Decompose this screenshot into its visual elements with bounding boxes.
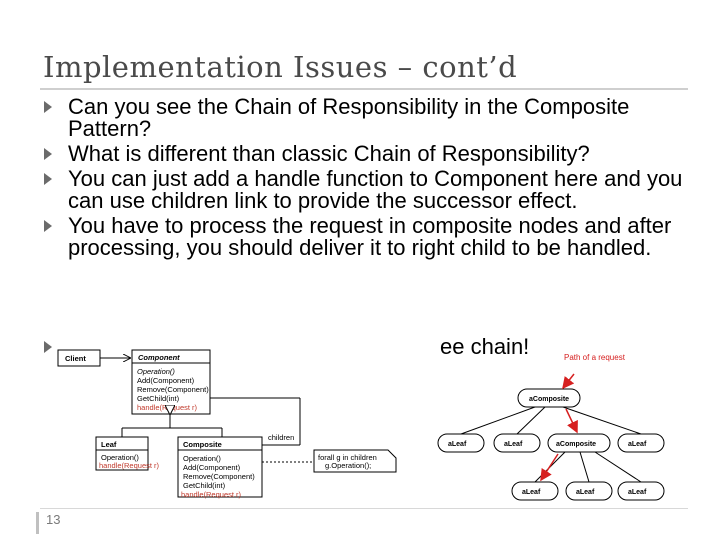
- tree-node-label: aComposite: [556, 441, 596, 448]
- component-class-box: [131, 349, 211, 415]
- leaf-class-box: [95, 436, 149, 471]
- composite-op: Operation(): [183, 454, 221, 463]
- tree-node-label: aComposite: [529, 396, 569, 403]
- leaf-op: Operation(): [101, 453, 139, 462]
- tree-node-label: aLeaf: [628, 441, 647, 448]
- bullet-item: Can you see the Chain of Responsibility …: [43, 96, 703, 140]
- note-line: g.Operation();: [325, 461, 371, 470]
- bullet-item-partial: ee chain!: [43, 336, 529, 358]
- footer-accent: [36, 512, 39, 534]
- footer-divider: [40, 508, 688, 509]
- tree-node-label: aLeaf: [628, 489, 647, 496]
- component-op: Remove(Component): [137, 385, 209, 394]
- bullet-arrow-icon: [44, 341, 52, 353]
- slide-title: Implementation Issues – cont’d: [43, 50, 518, 84]
- bullet-arrow-icon: [44, 101, 52, 113]
- page-number: 13: [46, 512, 61, 527]
- title-divider: [40, 88, 688, 90]
- client-label: Client: [65, 354, 86, 363]
- children-label: children: [268, 433, 294, 442]
- note-line: forall g in children: [318, 453, 377, 462]
- composite-handle: handle(Request r): [181, 490, 242, 499]
- bullet-arrow-icon: [44, 220, 52, 232]
- code-note: [313, 449, 397, 473]
- bullet-item: What is different than classic Chain of …: [43, 143, 703, 165]
- bullet-text: You can just add a handle function to Co…: [68, 166, 683, 213]
- component-label: Component: [138, 353, 180, 362]
- component-handle: handle(Request r): [137, 403, 198, 412]
- composite-op: GetChild(int): [183, 481, 226, 490]
- tree-root-node: [517, 388, 581, 408]
- leaf-handle: handle(Request r): [99, 461, 160, 470]
- path-label: Path of a request: [564, 353, 626, 362]
- bullet-text: Can you see the Chain of Responsibility …: [68, 94, 630, 141]
- bullet-text: What is different than classic Chain of …: [68, 141, 590, 166]
- tree-node-label: aLeaf: [576, 489, 595, 496]
- component-op: Add(Component): [137, 376, 195, 385]
- composite-class-box: [177, 436, 263, 498]
- tree-node-label: aLeaf: [448, 441, 467, 448]
- tree-node: [547, 433, 611, 453]
- bullet-arrow-icon: [44, 173, 52, 185]
- composite-op: Add(Component): [183, 463, 241, 472]
- bullet-arrow-icon: [44, 148, 52, 160]
- tree-node-label: aLeaf: [504, 441, 523, 448]
- bullet-item: You can just add a handle function to Co…: [43, 168, 703, 212]
- tree-node-label: aLeaf: [522, 489, 541, 496]
- component-op: GetChild(int): [137, 394, 180, 403]
- composite-label: Composite: [183, 440, 222, 449]
- bullet-text: ee chain!: [440, 334, 530, 359]
- composite-op: Remove(Component): [183, 472, 255, 481]
- bullet-list: Can you see the Chain of Responsibility …: [43, 96, 703, 262]
- bullet-text: You have to process the request in compo…: [68, 213, 672, 260]
- component-op: Operation(): [137, 367, 175, 376]
- bullet-item: You have to process the request in compo…: [43, 215, 703, 259]
- leaf-label: Leaf: [101, 440, 117, 449]
